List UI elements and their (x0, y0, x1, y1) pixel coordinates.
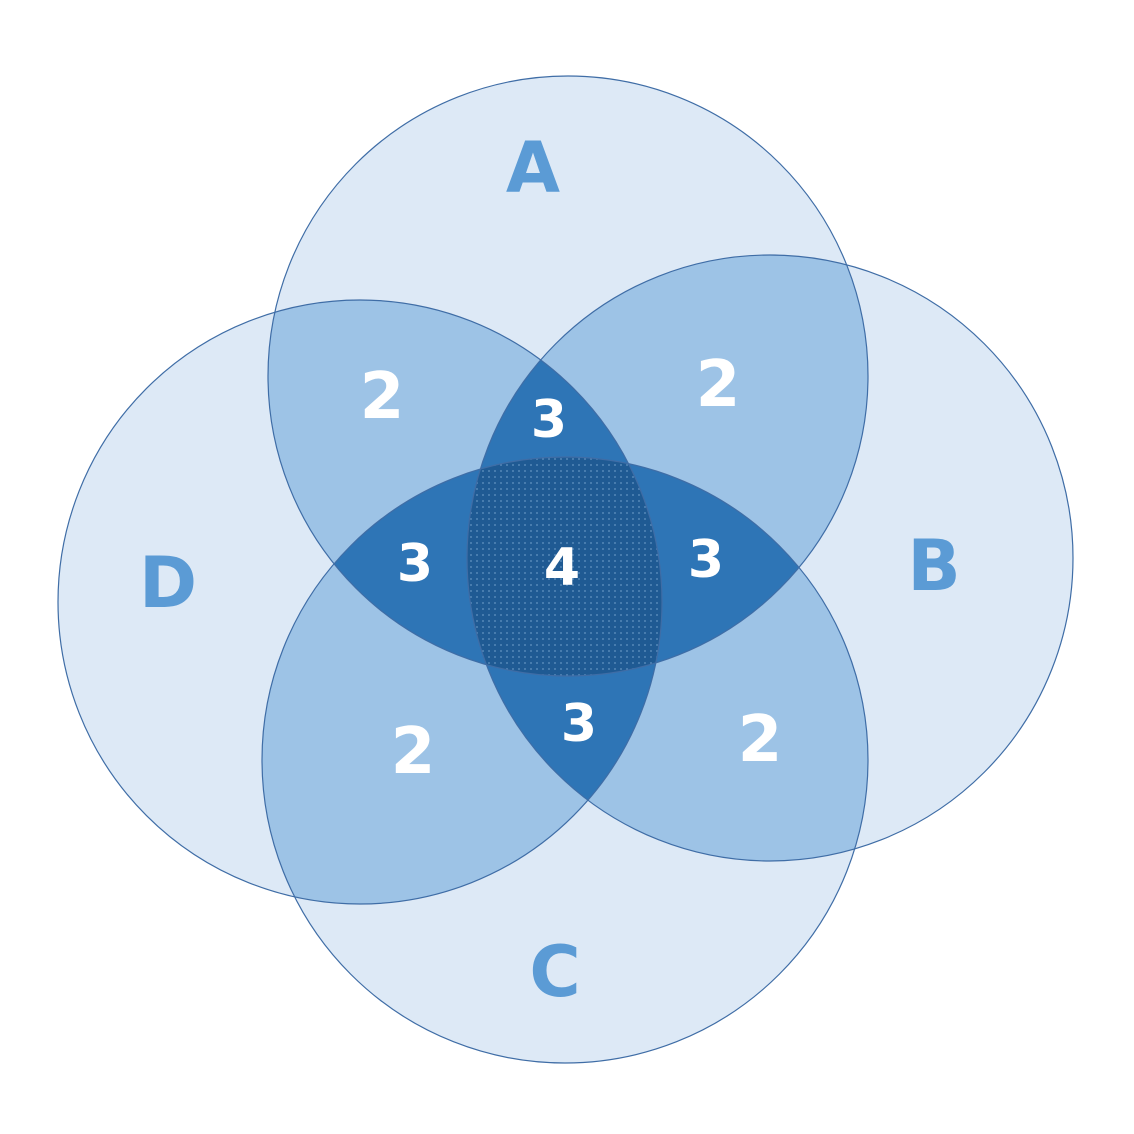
set-label-c: C (529, 931, 580, 1013)
region-label-acd: 3 (397, 534, 433, 594)
region-label-abcd: 4 (544, 538, 580, 598)
region-label-abd: 3 (531, 390, 567, 450)
region-ac-lens (268, 457, 868, 676)
region-label-bcd: 3 (561, 694, 597, 754)
set-outline-d (57, 299, 663, 905)
set-outline-a (267, 75, 869, 677)
region-label-cd: 2 (391, 715, 436, 789)
set-outline-c (261, 456, 869, 1064)
region-cd (262, 457, 662, 904)
region-label-bc: 2 (738, 703, 783, 777)
region-label-ab: 2 (696, 348, 741, 422)
region-label-abc: 3 (688, 530, 724, 590)
set-outline-b (466, 254, 1074, 862)
set-label-b: B (907, 525, 960, 607)
set-label-d: D (139, 542, 197, 624)
region-label-ad: 2 (360, 360, 405, 434)
set-label-a: A (506, 127, 560, 209)
